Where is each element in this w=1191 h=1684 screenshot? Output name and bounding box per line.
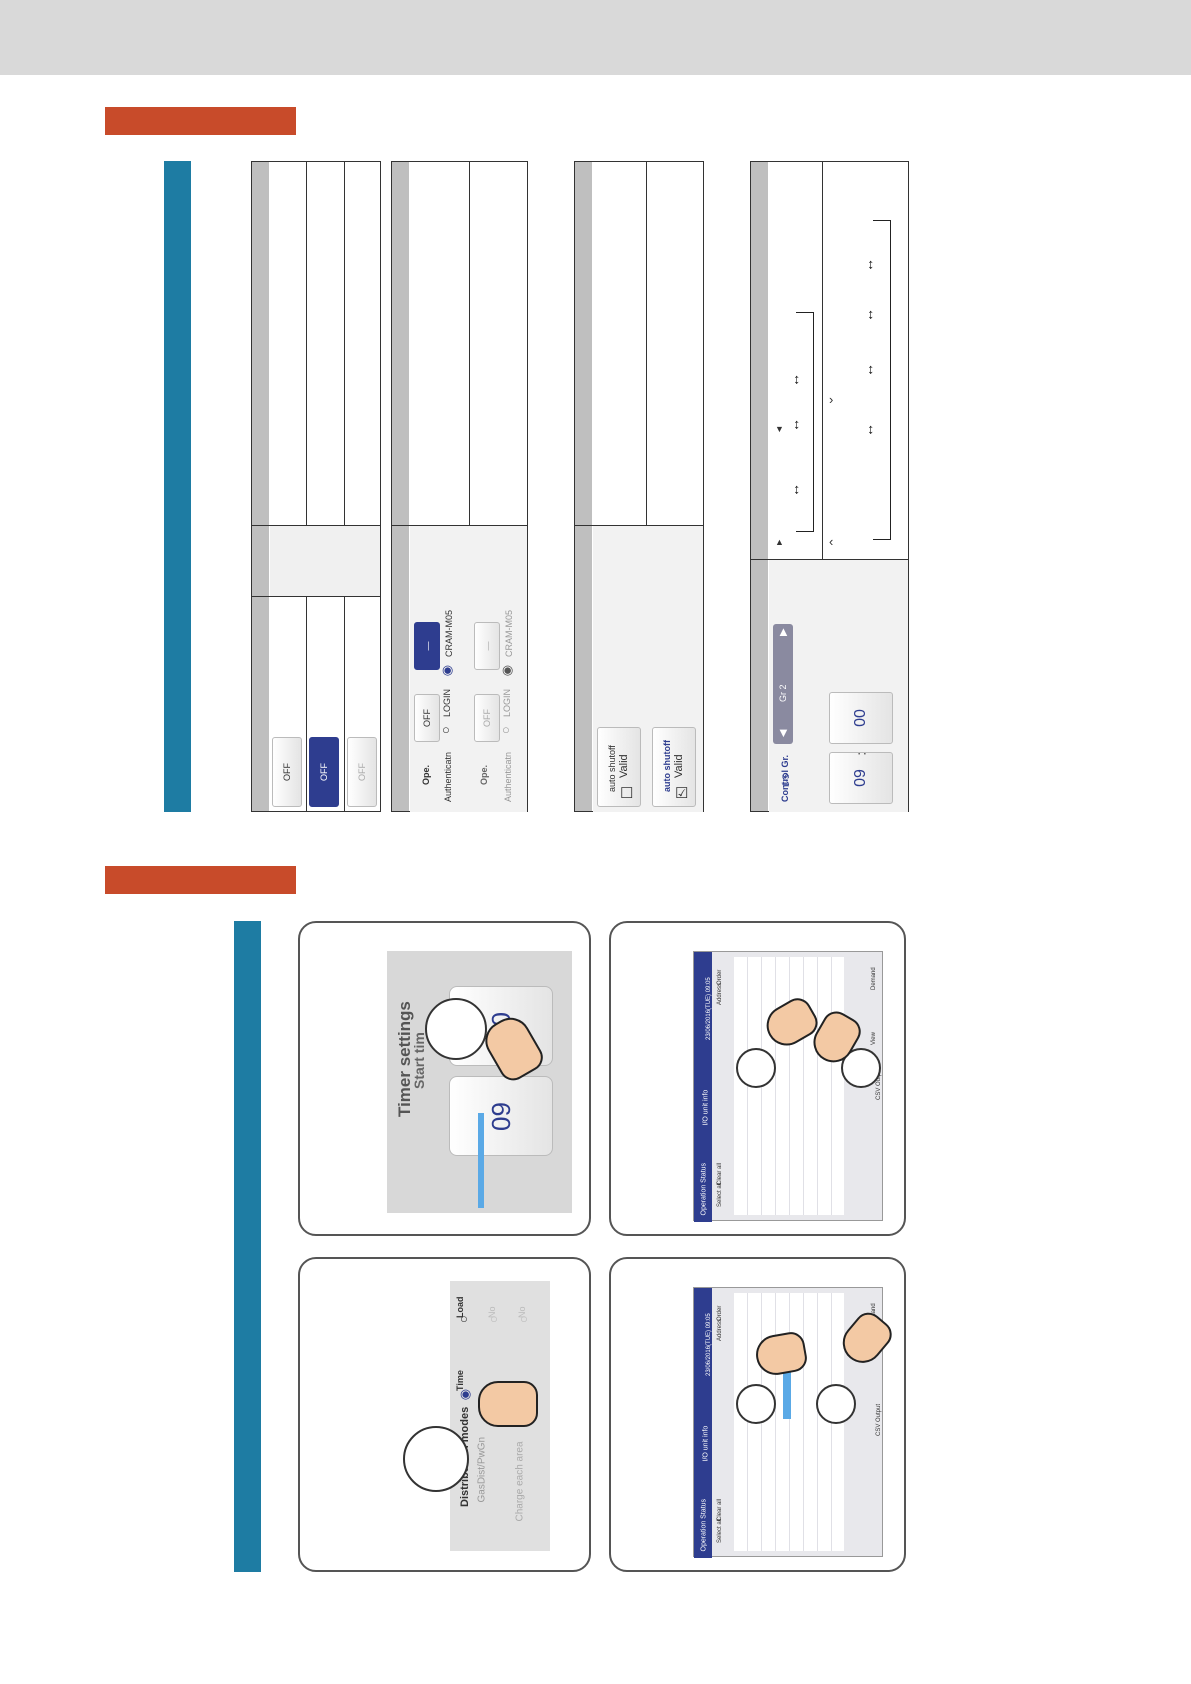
demand-button[interactable]: Demand (871, 967, 877, 990)
shutoff-title-active: auto shutoff (662, 740, 672, 792)
scroll-down-icon: ▼ (775, 424, 784, 434)
next-chevron-icon: › (829, 392, 834, 407)
prev-chevron-icon: ‹ (829, 534, 834, 549)
view-button[interactable]: View (871, 1032, 877, 1045)
double-arrow-icon: ↔ (860, 258, 876, 272)
dropdown-down-icon[interactable]: ▼ (777, 725, 790, 740)
timer-settings-panel: Timer settings Start tim 09 00 (298, 921, 591, 1236)
shutoff-box-checked[interactable] (652, 727, 696, 807)
section-side-bar (164, 161, 191, 812)
off-button-table: OFF OFF OFF (251, 161, 381, 812)
double-arrow-icon: ↔ (786, 418, 802, 432)
screen-title: Operation Status (700, 1162, 708, 1216)
callout-circle (425, 998, 487, 1060)
screen-tab: I/O unit info (702, 1425, 710, 1462)
login-radio-disabled-icon[interactable]: ○ (502, 722, 510, 737)
scroll-up-icon: ▲ (775, 537, 784, 547)
load-option-label: Load (455, 1296, 465, 1319)
timer-screen: Timer settings Start tim 09 00 (387, 951, 572, 1213)
double-arrow-icon: ↔ (860, 423, 876, 437)
ope-auth-table: Ope. OFF — Authenticatn ○ LOGIN ◉ CRAM-M… (391, 161, 528, 812)
minute-stepper[interactable]: 00 (829, 692, 893, 744)
clear-all-button[interactable]: Clear all (717, 1498, 723, 1521)
control-group-table: Control Gr. 1-5 Gr 2 ▲ ▼ 09 : 00 ▲ ▼ ‹ ›… (750, 161, 909, 812)
auto-shutoff-table: auto shutoff ☐ Valid auto shutoff ☑ Vali… (574, 161, 704, 812)
callout-circle (816, 1384, 856, 1424)
cram-label-disabled: CRAM-M05 (504, 609, 514, 657)
ope-label: Ope. (421, 764, 431, 785)
swipe-arrow (478, 1113, 484, 1208)
cycle-arrow-lower (873, 220, 891, 540)
ope-off-button-disabled[interactable]: OFF (474, 694, 500, 742)
screen-title: Operation Status (700, 1498, 708, 1552)
cram-radio-icon[interactable]: ◉ (442, 662, 454, 677)
swipe-arrow (783, 1349, 791, 1419)
csv-output-button[interactable]: CSV Output (876, 1403, 882, 1436)
dropdown-up-icon[interactable]: ▲ (777, 624, 790, 639)
hand-icon (478, 1381, 538, 1427)
timer-start-label: Start tim (411, 1032, 427, 1089)
shutoff-title: auto shutoff (607, 745, 617, 792)
section-heading-bar (105, 866, 296, 894)
off-button-normal[interactable]: OFF (272, 737, 302, 807)
login-label-disabled: LOGIN (502, 688, 512, 717)
double-arrow-icon: ↔ (860, 308, 876, 322)
ope-label-disabled: Ope. (479, 764, 489, 785)
shutoff-valid-label-active: Valid (673, 754, 685, 778)
callout-circle (403, 1426, 469, 1492)
group-select-dropdown[interactable] (773, 624, 793, 744)
double-arrow-icon: ↔ (860, 363, 876, 377)
cycle-arrow-upper (796, 312, 814, 532)
callout-circle (736, 1384, 776, 1424)
login-label: LOGIN (442, 688, 452, 717)
load-radio-icon[interactable]: ○ (460, 1311, 468, 1326)
ope-dash-button[interactable]: — (414, 622, 440, 670)
checkbox-empty-icon[interactable]: ☐ (620, 785, 634, 802)
no-radio-icon[interactable]: ○ (520, 1311, 528, 1326)
time-radio-selected-icon[interactable]: ◉ (460, 1386, 472, 1401)
no-radio-icon[interactable]: ○ (490, 1311, 498, 1326)
screen-tab: I/O unit info (702, 1089, 710, 1126)
off-button-selected[interactable]: OFF (309, 737, 339, 807)
header-bar (0, 0, 1191, 75)
order-button[interactable]: Order (717, 969, 723, 985)
group-select-value: Gr 2 (778, 684, 788, 702)
no-label-2: No (517, 1306, 527, 1318)
hour-stepper[interactable]: 09 (829, 752, 893, 804)
clear-all-button[interactable]: Clear all (717, 1162, 723, 1185)
double-arrow-icon: ↔ (786, 483, 802, 497)
section-side-bar (234, 921, 261, 1572)
control-group-range: 1-5 (781, 773, 791, 787)
cram-label: CRAM-M05 (444, 609, 454, 657)
double-arrow-icon: ↔ (786, 373, 802, 387)
login-radio-icon[interactable]: ○ (442, 722, 450, 737)
table-scroll-panel-b: Operation Status I/O unit info 23/06/201… (609, 1257, 906, 1572)
screen-date: 23/06/2016(TUE) 09:05 (706, 1313, 712, 1376)
distribution-modes-panel: Distribution modes GasDist/PwGn Charge e… (298, 1257, 591, 1572)
time-option-label: Time (455, 1370, 465, 1391)
screen-date: 23/06/2016(TUE) 09:05 (706, 977, 712, 1040)
distribution-sub1: GasDist/PwGn (476, 1436, 488, 1503)
timer-hour-stepper[interactable]: 09 (449, 1076, 553, 1156)
auth-label: Authenticatn (443, 751, 453, 802)
auth-label-disabled: Authenticatn (503, 751, 513, 802)
distribution-sub2: Charge each area (514, 1441, 526, 1522)
shutoff-box-unchecked[interactable] (597, 727, 641, 807)
checkbox-checked-icon[interactable]: ☑ (675, 785, 689, 802)
ope-off-button[interactable]: OFF (414, 694, 440, 742)
no-label-1: No (487, 1306, 497, 1318)
cram-radio-disabled-icon[interactable]: ◉ (502, 662, 514, 677)
off-button-disabled[interactable]: OFF (347, 737, 377, 807)
shutoff-valid-label: Valid (618, 754, 630, 778)
order-button[interactable]: Order (717, 1305, 723, 1321)
section-heading-bar (105, 107, 296, 135)
callout-circle (736, 1048, 776, 1088)
ope-dash-button-disabled[interactable]: — (474, 622, 500, 670)
table-scroll-panel-a: Operation Status I/O unit info 23/06/201… (609, 921, 906, 1236)
